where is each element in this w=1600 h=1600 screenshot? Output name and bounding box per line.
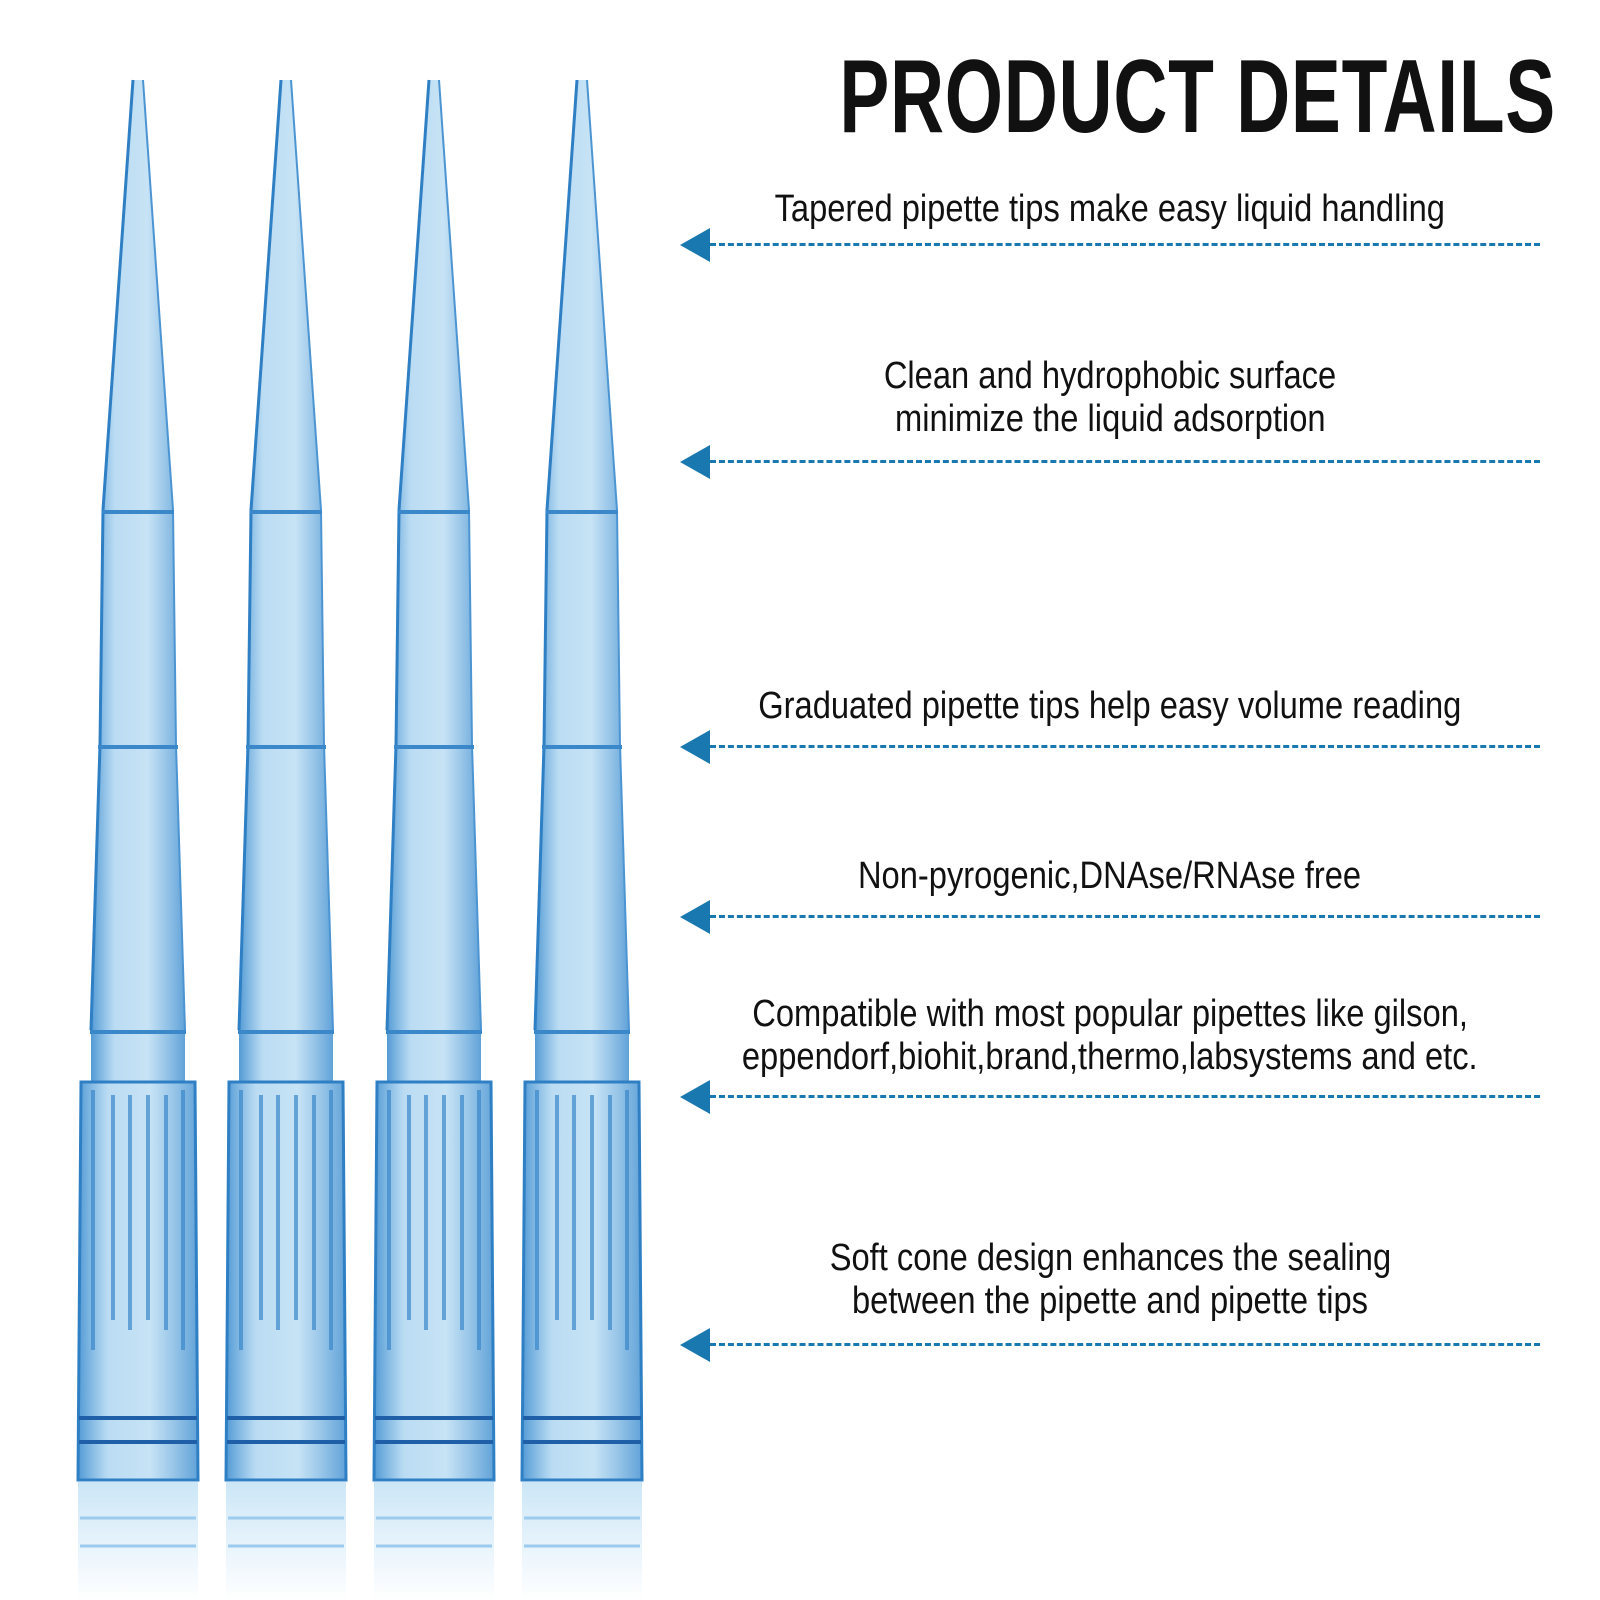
dashed-line	[710, 1095, 1540, 1098]
arrow-left-icon	[680, 445, 710, 479]
feature-line: eppendorf,biohit,brand,thermo,labsystems…	[742, 1036, 1478, 1078]
arrow-left-icon	[680, 900, 710, 934]
pipette-tip	[76, 78, 200, 1600]
feature-line: Compatible with most popular pipettes li…	[752, 993, 1468, 1035]
arrow-left-icon	[680, 1328, 710, 1362]
feature-item: Graduated pipette tips help easy volume …	[680, 685, 1540, 764]
feature-line: Soft cone design enhances the sealing	[829, 1237, 1391, 1279]
feature-item: Non-pyrogenic,DNAse/RNAse free	[680, 855, 1540, 934]
pipette-tips-image	[76, 78, 644, 1600]
feature-line: Tapered pipette tips make easy liquid ha…	[774, 188, 1446, 230]
pipette-tip	[372, 78, 496, 1600]
dashed-line	[710, 1343, 1540, 1346]
feature-line: minimize the liquid adsorption	[894, 398, 1326, 440]
dashed-arrow	[680, 900, 1540, 934]
pipette-tip	[520, 78, 644, 1600]
dashed-arrow	[680, 730, 1540, 764]
arrow-left-icon	[680, 228, 710, 262]
feature-text: Non-pyrogenic,DNAse/RNAse free	[680, 855, 1540, 898]
feature-line: Graduated pipette tips help easy volume …	[758, 685, 1462, 727]
pipette-tip	[224, 78, 348, 1600]
feature-line: Non-pyrogenic,DNAse/RNAse free	[858, 855, 1362, 897]
page-title: PRODUCT DETAILS	[839, 39, 1556, 155]
arrow-left-icon	[680, 730, 710, 764]
dashed-arrow	[680, 228, 1540, 262]
dashed-arrow	[680, 1080, 1540, 1114]
feature-item: Compatible with most popular pipettes li…	[680, 993, 1540, 1114]
feature-item: Tapered pipette tips make easy liquid ha…	[680, 188, 1540, 262]
feature-line: between the pipette and pipette tips	[851, 1280, 1368, 1322]
feature-line: Clean and hydrophobic surface	[883, 355, 1337, 397]
dashed-line	[710, 745, 1540, 748]
dashed-line	[710, 243, 1540, 246]
dashed-line	[710, 915, 1540, 918]
feature-text: Tapered pipette tips make easy liquid ha…	[680, 188, 1540, 231]
feature-text: Compatible with most popular pipettes li…	[680, 993, 1540, 1079]
dashed-line	[710, 460, 1540, 463]
arrow-left-icon	[680, 1080, 710, 1114]
dashed-arrow	[680, 445, 1540, 479]
dashed-arrow	[680, 1328, 1540, 1362]
feature-text: Graduated pipette tips help easy volume …	[680, 685, 1540, 728]
